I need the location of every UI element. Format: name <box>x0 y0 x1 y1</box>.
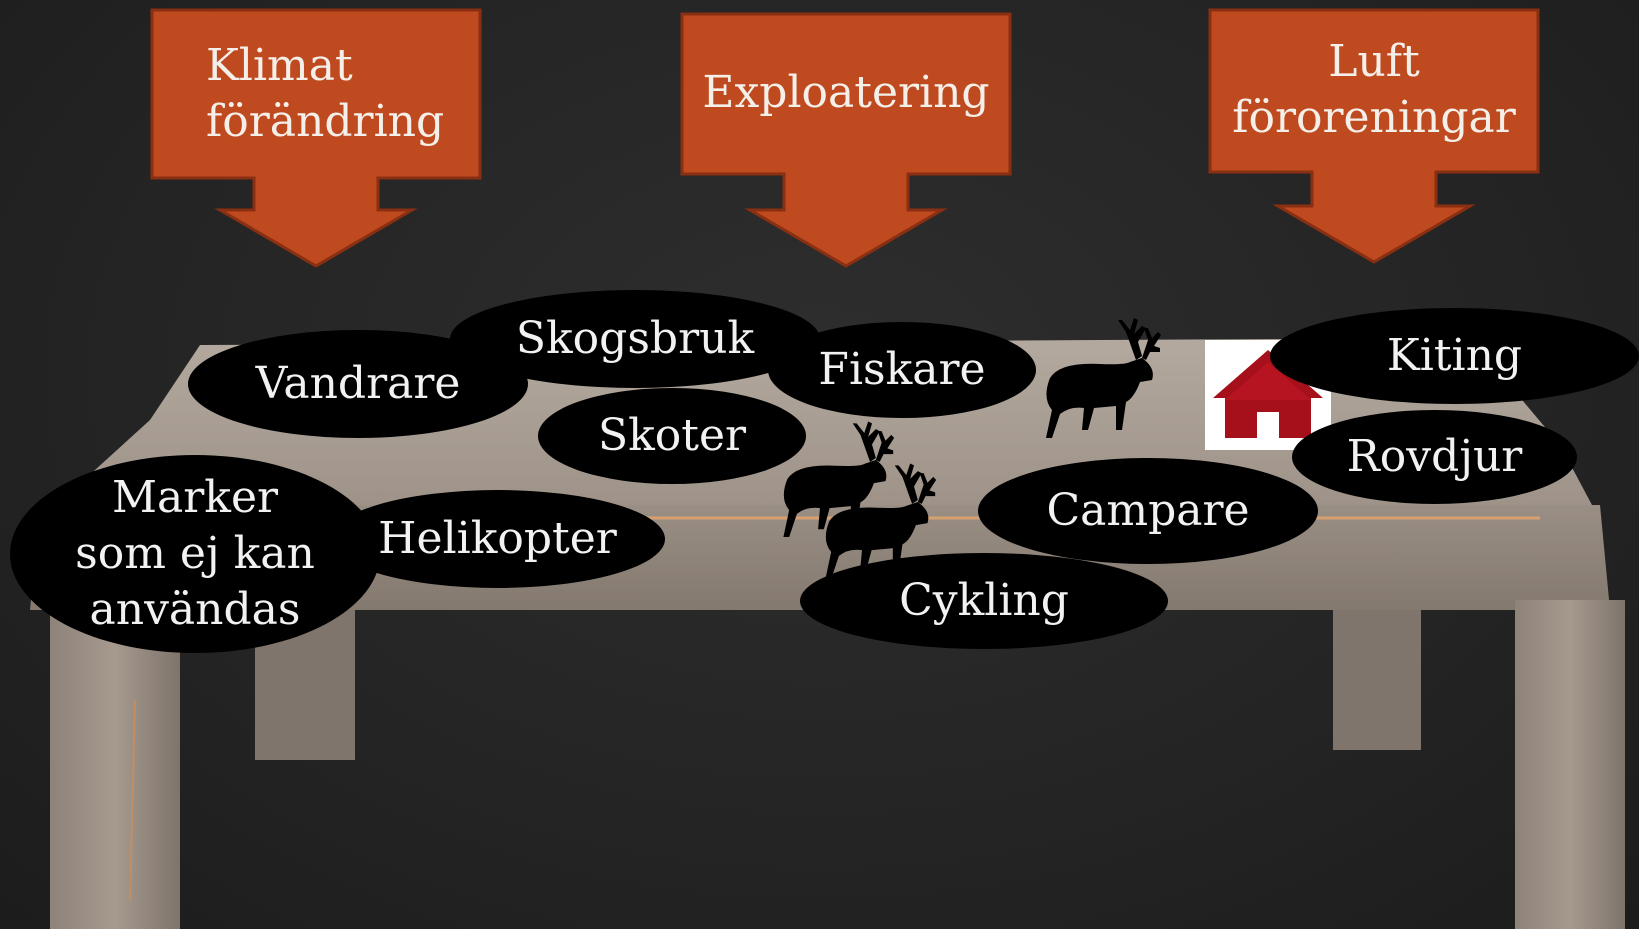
table-back-leg <box>1333 600 1421 750</box>
pressure-label-line1: Luft <box>1328 36 1420 87</box>
reindeer-icon <box>1046 318 1161 438</box>
bubble-label-line2: som ej kan <box>75 528 315 579</box>
bubble-fiskare: Fiskare <box>768 322 1036 418</box>
bubble-label-line1: Marker <box>111 472 279 523</box>
bubble-label: Kiting <box>1386 330 1523 381</box>
bubble-marker: Marker som ej kan användas <box>10 455 380 653</box>
reindeer-icon <box>783 421 895 537</box>
bubble-label: Skoter <box>597 410 747 461</box>
bubble-label: Rovdjur <box>1346 431 1523 482</box>
bubble-label: Cykling <box>899 575 1069 626</box>
pressure-arrow-air-pollution: Luft föroreningar <box>1208 8 1540 268</box>
table-front-leg <box>1515 600 1625 929</box>
reindeer-icon <box>825 463 937 579</box>
bubble-helikopter: Helikopter <box>330 490 665 588</box>
pressure-arrow-exploitation: Exploatering <box>680 12 1012 272</box>
pressure-arrow-climate: Klimat förändring <box>150 8 482 268</box>
bubble-label: Helikopter <box>378 513 617 564</box>
bubble-rovdjur: Rovdjur <box>1292 410 1577 504</box>
bubble-skogsbruk: Skogsbruk <box>450 290 820 388</box>
bubble-label: Vandrare <box>255 358 461 409</box>
bubble-kiting: Kiting <box>1270 308 1639 404</box>
bubble-label-line3: användas <box>89 584 301 635</box>
pressure-label-line1: Exploatering <box>702 67 990 118</box>
bubble-label: Fiskare <box>818 344 986 395</box>
bubble-label: Skogsbruk <box>515 313 755 364</box>
bubble-vandrare: Vandrare <box>188 330 528 438</box>
pressure-label-line2: förändring <box>206 96 445 147</box>
pressure-label-line1: Klimat <box>206 40 353 91</box>
bubble-skoter: Skoter <box>538 388 806 484</box>
bubble-label: Campare <box>1046 485 1250 536</box>
bubble-campare: Campare <box>978 458 1318 564</box>
table-front-leg <box>50 600 180 929</box>
bubble-cykling: Cykling <box>800 553 1168 649</box>
pressure-label-line2: föroreningar <box>1232 92 1516 143</box>
